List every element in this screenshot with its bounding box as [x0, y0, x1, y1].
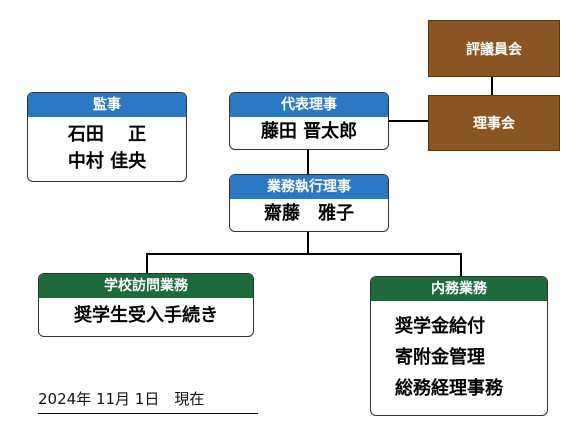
board-label: 理事会	[473, 116, 515, 132]
executive-card: 業務執行理事 齋藤 雅子	[229, 174, 389, 232]
internal-title: 内務業務	[371, 277, 547, 301]
rep-board-connector	[388, 120, 428, 122]
branch-left-connector	[146, 253, 148, 273]
internal-task-3: 総務経理事務	[395, 378, 503, 399]
rep-exec-connector	[307, 150, 309, 174]
date-note: 2024年 11月 1日 現在	[38, 388, 258, 414]
internal-task-2: 寄附金管理	[395, 347, 485, 368]
auditor-name-1: 石田 正	[67, 124, 147, 145]
school-visits-title: 学校訪問業務	[39, 274, 253, 298]
representative-card: 代表理事 藤田 晋太郎	[229, 92, 389, 150]
executive-name: 齋藤 雅子	[264, 203, 354, 224]
auditor-name-2: 中村 佳央	[67, 151, 147, 172]
branch-right-connector	[460, 253, 462, 276]
council-label: 評議員会	[466, 41, 522, 58]
council-box: 評議員会	[428, 20, 560, 77]
board-box: 理事会	[428, 95, 560, 151]
auditor-card: 監事 石田 正 中村 佳央	[27, 92, 187, 182]
exec-down-connector	[307, 232, 309, 254]
auditor-title: 監事	[28, 93, 186, 117]
executive-title: 業務執行理事	[230, 175, 388, 199]
council-board-connector	[491, 77, 493, 95]
school-visits-task: 奨学生受入手続き	[74, 305, 218, 326]
representative-title: 代表理事	[230, 93, 388, 117]
internal-task-1: 奨学金給付	[395, 316, 485, 337]
representative-name: 藤田 晋太郎	[260, 121, 358, 142]
school-visits-card: 学校訪問業務 奨学生受入手続き	[38, 273, 254, 337]
internal-card: 内務業務 奨学金給付 寄附金管理 総務経理事務	[370, 276, 548, 416]
branch-horizontal-connector	[146, 253, 462, 255]
